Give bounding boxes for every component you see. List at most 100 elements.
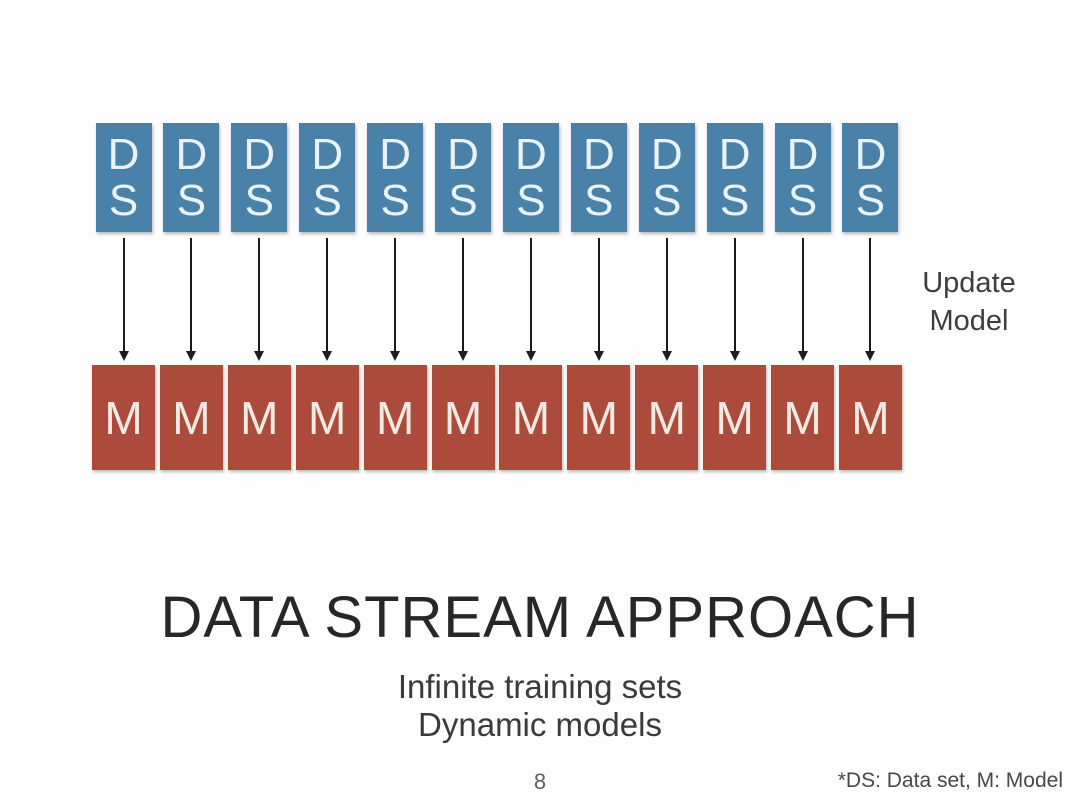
dataset-box: D S bbox=[367, 123, 424, 232]
arrow-line bbox=[258, 238, 261, 351]
dataset-letter-d: D bbox=[379, 129, 412, 179]
stream-column: D S M bbox=[227, 123, 291, 470]
model-letter: M bbox=[172, 391, 211, 444]
update-model-label: Update Model bbox=[922, 267, 1016, 337]
slide-title: DATA STREAM APPROACH bbox=[160, 585, 920, 650]
dataset-letter-s: S bbox=[787, 175, 818, 225]
down-arrow-icon bbox=[797, 232, 808, 365]
arrow-line bbox=[529, 238, 532, 351]
model-letter: M bbox=[783, 391, 822, 444]
stream-column: D S M bbox=[295, 123, 359, 470]
stream-column: D S M bbox=[92, 123, 155, 470]
stream-column: D S M bbox=[159, 123, 223, 470]
arrow-line bbox=[394, 238, 397, 351]
dataset-box: D S bbox=[435, 123, 492, 232]
dataset-letter-d: D bbox=[786, 129, 819, 179]
dataset-letter-d: D bbox=[515, 129, 547, 179]
arrow-line bbox=[462, 238, 465, 351]
dataset-letter-s: S bbox=[584, 175, 614, 225]
dataset-box: D S bbox=[299, 123, 356, 232]
arrow-head bbox=[458, 351, 469, 361]
dataset-letter-d: D bbox=[447, 129, 479, 179]
dataset-letter-s: S bbox=[652, 175, 682, 225]
dataset-box: D S bbox=[163, 123, 220, 232]
dataset-letter-d: D bbox=[718, 129, 751, 179]
arrow-head bbox=[797, 351, 808, 361]
down-arrow-icon bbox=[661, 232, 672, 365]
dataset-box: D S bbox=[638, 123, 695, 232]
dataset-letter-d: D bbox=[243, 129, 276, 179]
stream-column: D S M bbox=[635, 123, 699, 470]
model-letter: M bbox=[375, 391, 415, 444]
arrow-head bbox=[254, 351, 265, 361]
model-box: M bbox=[295, 365, 359, 470]
arrow-head bbox=[118, 351, 129, 361]
dataset-letter-d: D bbox=[854, 129, 887, 179]
dataset-letter-s: S bbox=[380, 175, 410, 225]
arrow-line bbox=[801, 238, 804, 351]
dataset-box: D S bbox=[231, 123, 288, 232]
dataset-box: D S bbox=[502, 123, 559, 232]
model-box: M bbox=[567, 365, 631, 470]
arrow-line bbox=[122, 238, 125, 351]
down-arrow-icon bbox=[729, 232, 740, 365]
down-arrow-icon bbox=[118, 232, 129, 365]
arrow-head bbox=[390, 351, 401, 361]
arrow-head bbox=[186, 351, 197, 361]
stream-column: D S M bbox=[567, 123, 631, 470]
dataset-box: D S bbox=[842, 123, 899, 232]
dataset-box: D S bbox=[570, 123, 627, 232]
dataset-box: D S bbox=[706, 123, 763, 232]
dataset-letter-s: S bbox=[448, 175, 478, 225]
stream-column: D S M bbox=[771, 123, 835, 470]
model-box: M bbox=[499, 365, 563, 470]
down-arrow-icon bbox=[186, 232, 197, 365]
arrow-line bbox=[326, 238, 329, 351]
dataset-letter-s: S bbox=[312, 175, 342, 225]
dataset-letter-d: D bbox=[311, 129, 344, 179]
down-arrow-icon bbox=[322, 232, 333, 365]
dataset-box: D S bbox=[774, 123, 831, 232]
arrow-head bbox=[661, 351, 672, 361]
dataset-letter-d: D bbox=[107, 129, 140, 179]
arrow-head bbox=[525, 351, 536, 361]
dataset-letter-s: S bbox=[108, 175, 139, 225]
stream-column: D S M bbox=[703, 123, 767, 470]
model-box: M bbox=[363, 365, 427, 470]
stream-column: D S M bbox=[499, 123, 563, 470]
model-letter: M bbox=[647, 391, 686, 444]
arrow-line bbox=[733, 238, 736, 351]
model-box: M bbox=[771, 365, 835, 470]
dataset-letter-d: D bbox=[175, 129, 208, 179]
model-box: M bbox=[431, 365, 495, 470]
model-letter: M bbox=[579, 391, 618, 444]
arrow-head bbox=[865, 351, 876, 361]
model-box: M bbox=[635, 365, 699, 470]
model-box: M bbox=[838, 365, 902, 470]
dataset-letter-s: S bbox=[176, 175, 207, 225]
model-letter: M bbox=[240, 391, 279, 444]
down-arrow-icon bbox=[593, 232, 604, 365]
down-arrow-icon bbox=[458, 232, 469, 365]
model-letter: M bbox=[511, 391, 551, 444]
dataset-box: D S bbox=[95, 123, 152, 232]
model-box: M bbox=[227, 365, 291, 470]
dataset-letter-s: S bbox=[719, 175, 750, 225]
model-box: M bbox=[92, 365, 155, 470]
dataset-letter-s: S bbox=[516, 175, 546, 225]
model-box: M bbox=[703, 365, 767, 470]
arrow-head bbox=[322, 351, 333, 361]
dataset-letter-d: D bbox=[582, 129, 615, 179]
arrow-line bbox=[597, 238, 600, 351]
down-arrow-icon bbox=[390, 232, 401, 365]
down-arrow-icon bbox=[865, 232, 876, 365]
data-stream-diagram: D S M D S M D S bbox=[92, 123, 902, 470]
arrow-head bbox=[593, 351, 604, 361]
dataset-letter-s: S bbox=[855, 175, 886, 225]
page-number: 8 bbox=[533, 769, 547, 794]
model-letter: M bbox=[443, 391, 483, 444]
down-arrow-icon bbox=[525, 232, 536, 365]
footnote: *DS: Data set, M: Model bbox=[837, 769, 1063, 792]
model-letter: M bbox=[715, 391, 754, 444]
